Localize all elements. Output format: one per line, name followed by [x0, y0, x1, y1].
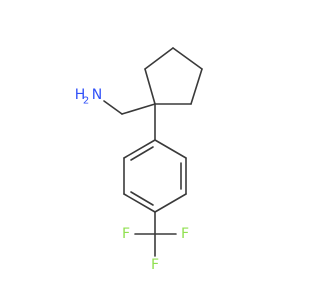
atom-label-n: N	[92, 87, 102, 103]
benzene-ring	[123, 103, 187, 213]
ring-bond	[190, 68, 203, 105]
nh2-label: N H 2	[75, 87, 103, 107]
atom-label-f: F	[122, 226, 130, 242]
double-bond-inner	[130, 191, 154, 206]
aromatic-bond	[154, 193, 187, 213]
fluorine-labels: F F F	[122, 226, 189, 273]
atom-label-h-count: 2	[83, 96, 89, 107]
structure-diagram: N H 2 F F F	[75, 47, 203, 273]
ring-bond	[144, 47, 174, 70]
ch2-n-bond	[103, 100, 123, 115]
atom-label-f: F	[181, 226, 189, 242]
aromatic-bond	[123, 139, 156, 159]
cyclopentane-ring	[144, 47, 203, 105]
ring-bond	[172, 47, 203, 70]
ch2-bond	[121, 103, 156, 115]
double-bond-inner	[130, 146, 154, 161]
trifluoromethyl-group	[134, 211, 177, 257]
atom-label-h: H	[75, 87, 86, 103]
aromatic-bond	[123, 193, 156, 213]
aromatic-bond	[154, 139, 187, 159]
atom-label-f: F	[151, 257, 159, 273]
aminomethyl-group	[103, 100, 156, 115]
ring-bond	[144, 68, 156, 105]
